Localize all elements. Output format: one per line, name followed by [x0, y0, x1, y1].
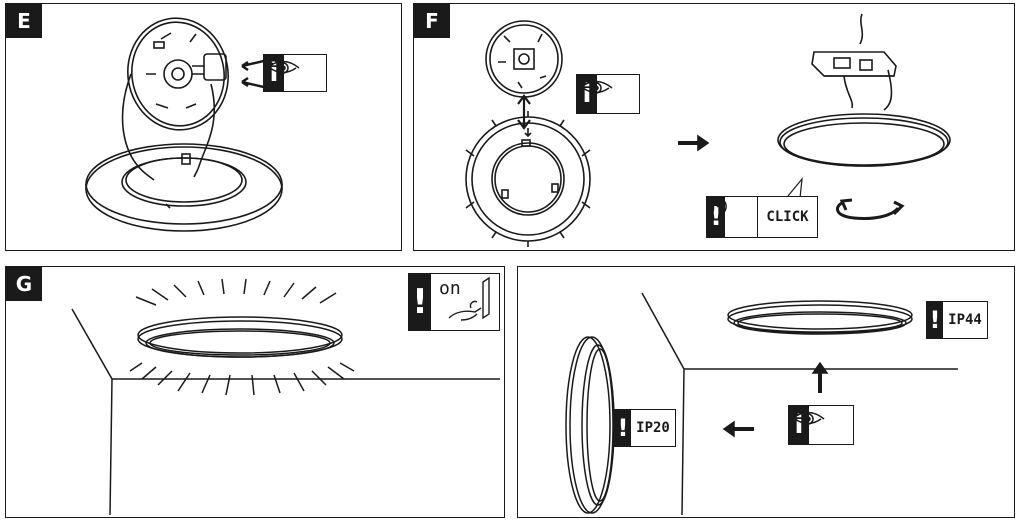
panel-g: G ! on [5, 266, 505, 518]
ip-rating-illustration [565, 292, 958, 516]
switch-on-text: on [439, 278, 461, 299]
click-sound-badge: ! CLICK [706, 196, 818, 238]
eye-icon [791, 406, 853, 444]
ip44-text: IP44 [948, 312, 982, 328]
switch-on-badge: ! on [408, 273, 500, 331]
ear-icon [709, 197, 758, 237]
hand-switch-icon [448, 276, 490, 321]
ip44-badge: ! IP44 [926, 301, 988, 339]
info-eye-badge: i [788, 405, 854, 445]
warning-icon: ! [409, 274, 431, 330]
eye-icon [579, 75, 639, 113]
warning-icon: ! [927, 302, 943, 338]
panel-label-f: F [414, 4, 450, 38]
ip20-text: IP20 [636, 420, 670, 436]
panel-label-g: G [6, 267, 42, 301]
panel-label-e: E [6, 4, 42, 38]
eye-icon [266, 55, 326, 91]
panel-e: E [5, 3, 402, 251]
mounting-plate-wiring-illustration [85, 17, 283, 232]
info-eye-badge: i [576, 74, 640, 114]
info-eye-badge: i [263, 54, 327, 92]
panel-h: ! IP44 ! IP20 i [517, 266, 1015, 518]
lamp-on-ceiling-illustration [71, 278, 500, 516]
panel-f: F [413, 3, 1015, 251]
ip20-badge: ! IP20 [614, 409, 676, 447]
click-text: CLICK [766, 209, 809, 225]
plate-fitting-illustration [465, 13, 951, 247]
warning-icon: ! [615, 410, 631, 446]
